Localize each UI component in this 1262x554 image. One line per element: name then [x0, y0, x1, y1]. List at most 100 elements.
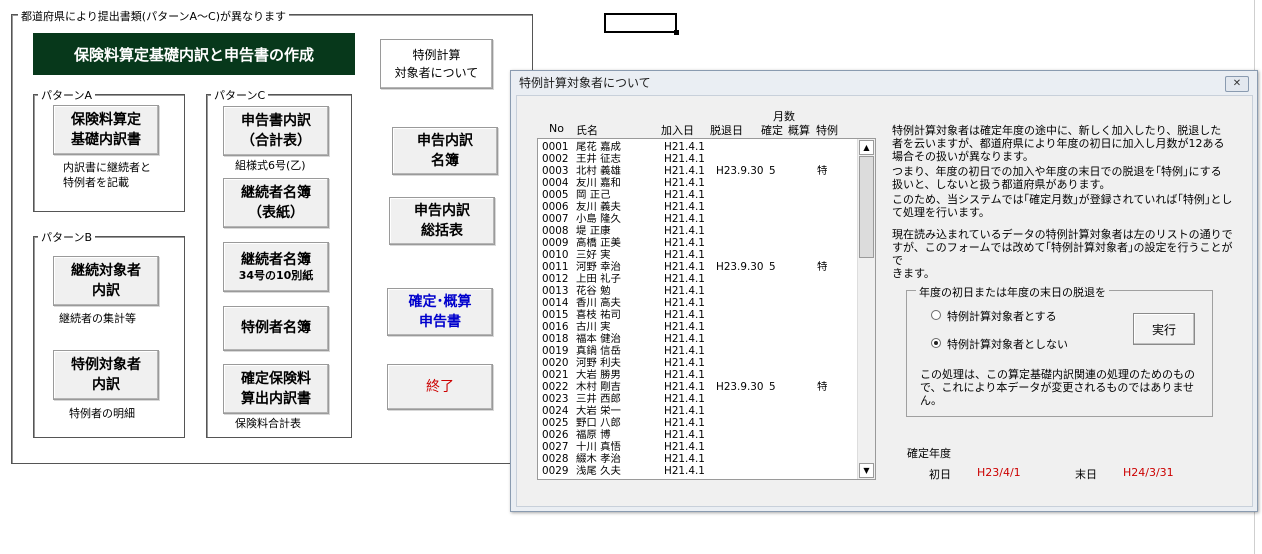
- outer-group-label: 都道府県により提出書類(パターンA～C)が異なります: [18, 8, 290, 24]
- list-cell-no: 0021: [542, 369, 569, 381]
- end-value: H24/3/31: [1123, 466, 1174, 479]
- list-cell-name: 友川 義夫: [576, 201, 621, 213]
- list-cell-name: 三井 西郎: [576, 393, 621, 405]
- main-title: 保険料算定基礎内訳と申告書の作成: [33, 33, 355, 75]
- explain-text-2: つまり、年度の初日での加入や年度の末日での脱退を｢特例｣にする 扱いと、しないと…: [892, 165, 1222, 191]
- list-cell-join: H21.4.1: [664, 417, 705, 429]
- col-leave: 脱退日: [710, 124, 743, 137]
- tokurei-info-button[interactable]: 特例計算 対象者について: [380, 39, 493, 89]
- list-cell-join: H21.4.1: [664, 369, 705, 381]
- list-cell-name: 大岩 栄一: [576, 405, 621, 417]
- list-cell-join: H21.4.1: [664, 153, 705, 165]
- list-cell-no: 0027: [542, 441, 569, 453]
- list-cell-leave: H23.9.30: [716, 261, 764, 273]
- pattern-a-label: パターンA: [38, 87, 95, 103]
- list-cell-no: 0002: [542, 153, 569, 165]
- explain-text-3: このため、当システムでは｢確定月数｣が登録されていれば｢特例｣とし て処理を行い…: [892, 193, 1233, 219]
- keizoku-meibo-hyoshi-button[interactable]: 継続者名簿 （表紙）: [223, 178, 329, 228]
- list-cell-join: H21.4.1: [664, 465, 705, 477]
- list-cell-leave: H23.9.30: [716, 165, 764, 177]
- keizoku-meibo-line2: 34号の10別紙: [238, 268, 314, 282]
- shinkokusho-uchiwake-button[interactable]: 申告書内訳 （合計表）: [223, 106, 329, 156]
- list-cell-join: H21.4.1: [664, 189, 705, 201]
- keizoku-meibo-line1: 継続者名簿: [241, 251, 311, 268]
- list-cell-name: 野口 八郎: [576, 417, 621, 429]
- exit-button[interactable]: 終了: [387, 364, 493, 410]
- col-join: 加入日: [661, 124, 694, 137]
- list-cell-no: 0001: [542, 141, 569, 153]
- list-cell-join: H21.4.1: [664, 297, 705, 309]
- kakutei-hokenryo-button[interactable]: 確定保険料 算出内訳書: [223, 364, 329, 414]
- keizoku-uchiwake-button[interactable]: 継続対象者 内訳: [53, 256, 159, 306]
- list-cell-no: 0022: [542, 381, 569, 393]
- list-cell-name: 三好 実: [576, 249, 611, 261]
- shinkoku-meibo-button[interactable]: 申告内訳 名簿: [392, 127, 498, 175]
- list-cell-join: H21.4.1: [664, 285, 705, 297]
- list-cell-fixed: 5: [769, 261, 776, 273]
- tokureisha-meibo-button[interactable]: 特例者名簿: [223, 306, 329, 351]
- list-cell-name: 尾花 嘉成: [576, 141, 621, 153]
- end-label: 末日: [1075, 468, 1097, 481]
- option-not-tokurei-label[interactable]: 特例計算対象者としない: [947, 338, 1068, 351]
- list-cell-name: 福本 健治: [576, 333, 621, 345]
- explain-text-1: 特例計算対象者は確定年度の途中に、新しく加入したり、脱退した 者を云いますが、都…: [892, 124, 1225, 163]
- list-cell-no: 0023: [542, 393, 569, 405]
- list-cell-name: 王井 征志: [576, 153, 621, 165]
- list-cell-name: 高橋 正美: [576, 237, 621, 249]
- selected-cell[interactable]: [604, 13, 677, 33]
- list-cell-no: 0024: [542, 405, 569, 417]
- col-special: 特例: [816, 124, 838, 137]
- list-cell-join: H21.4.1: [664, 261, 705, 273]
- list-cell-special: 特: [817, 381, 828, 393]
- list-cell-name: 福原 博: [576, 429, 611, 441]
- col-months-group: 月数: [773, 110, 795, 123]
- list-cell-name: 上田 礼子: [576, 273, 621, 285]
- list-cell-no: 0003: [542, 165, 569, 177]
- option-not-tokurei-radio[interactable]: [931, 338, 941, 348]
- start-value: H23/4/1: [977, 466, 1021, 479]
- fill-handle[interactable]: [674, 30, 679, 35]
- kakutei-gaisan-button[interactable]: 確定･概算 申告書: [387, 288, 493, 336]
- list-cell-no: 0011: [542, 261, 569, 273]
- list-scrollbar[interactable]: ▲ ▼: [857, 139, 875, 479]
- scroll-down-icon[interactable]: ▼: [859, 463, 874, 478]
- option-frame-label: 年度の初日または年度の末日の脱退を: [916, 284, 1109, 300]
- list-cell-name: 堤 正康: [576, 225, 611, 237]
- tokurei-uchiwake-button[interactable]: 特例対象者 内訳: [53, 350, 159, 400]
- keizoku-meibo-bessi-button[interactable]: 継続者名簿 34号の10別紙: [223, 242, 329, 292]
- list-cell-name: 大岩 勝男: [576, 369, 621, 381]
- close-icon[interactable]: ✕: [1225, 76, 1249, 92]
- dialog-title: 特例計算対象者について: [519, 76, 651, 90]
- list-cell-join: H21.4.1: [664, 321, 705, 333]
- list-cell-no: 0029: [542, 465, 569, 477]
- year-label: 確定年度: [907, 447, 951, 460]
- list-cell-no: 0020: [542, 357, 569, 369]
- list-cell-join: H21.4.1: [664, 213, 705, 225]
- list-cell-name: 河野 利夫: [576, 357, 621, 369]
- option-tokurei-label[interactable]: 特例計算対象者とする: [947, 310, 1057, 323]
- list-cell-join: H21.4.1: [664, 201, 705, 213]
- list-cell-name: 綴木 孝治: [576, 453, 621, 465]
- list-cell-no: 0028: [542, 453, 569, 465]
- scroll-thumb[interactable]: [859, 156, 874, 258]
- kisonaiyakusho-button[interactable]: 保険料算定 基礎内訳書: [53, 105, 159, 155]
- list-cell-fixed: 5: [769, 165, 776, 177]
- pattern-a-note: 内訳書に継続者と 特例者を記載: [63, 161, 151, 189]
- list-cell-join: H21.4.1: [664, 237, 705, 249]
- execute-button[interactable]: 実行: [1133, 313, 1195, 345]
- scroll-up-icon[interactable]: ▲: [859, 140, 874, 155]
- list-cell-join: H21.4.1: [664, 177, 705, 189]
- list-cell-name: 浅尾 久夫: [576, 465, 621, 477]
- list-cell-no: 0006: [542, 201, 569, 213]
- list-cell-join: H21.4.1: [664, 345, 705, 357]
- shinkoku-soukatsu-button[interactable]: 申告内訳 総括表: [389, 197, 495, 245]
- list-cell-join: H21.4.1: [664, 429, 705, 441]
- frame-note: この処理は、この算定基礎内訳関連の処理のためのもの で、これにより本データが変更…: [920, 368, 1195, 407]
- option-tokurei-radio[interactable]: [931, 310, 941, 320]
- list-cell-no: 0009: [542, 237, 569, 249]
- list-cell-no: 0018: [542, 333, 569, 345]
- pattern-a-frame: [33, 94, 185, 212]
- list-cell-name: 木村 剛吉: [576, 381, 621, 393]
